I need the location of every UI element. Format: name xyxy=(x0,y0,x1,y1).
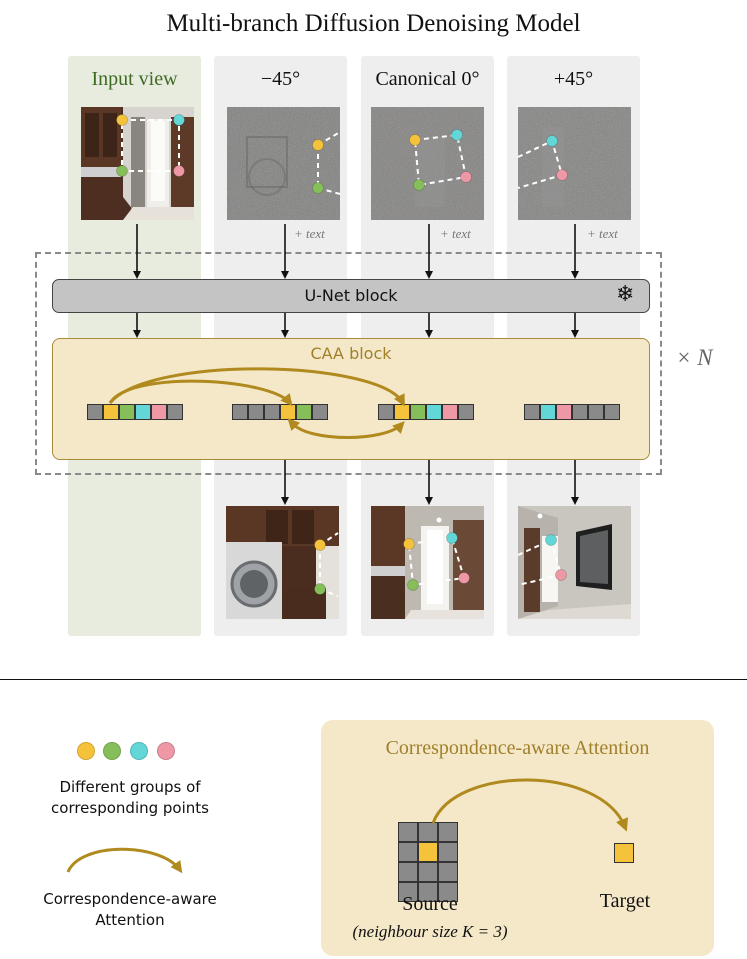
unet-block xyxy=(52,279,650,313)
source-neighbour-cell xyxy=(438,862,458,882)
token-pink xyxy=(151,404,167,420)
token-gray xyxy=(524,404,540,420)
token-cyan xyxy=(135,404,151,420)
legend-dot-cyan xyxy=(130,742,148,760)
noisy-image-canonical xyxy=(371,107,484,220)
source-neighbour-cell xyxy=(398,862,418,882)
source-neighbour-cell xyxy=(418,822,438,842)
token-gray xyxy=(167,404,183,420)
legend-dot-green xyxy=(103,742,121,760)
diagram-connectors xyxy=(108,114,579,597)
source-neighbour-cell xyxy=(418,862,438,882)
panel-attention-arrow xyxy=(431,778,629,832)
neighbour-size-label: (neighbour size K = 3) xyxy=(352,922,508,941)
source-neighbour-cell xyxy=(398,842,418,862)
token-gray xyxy=(248,404,264,420)
input-view-image xyxy=(81,107,194,220)
diagram-title: Multi-branch Diffusion Denoising Model xyxy=(166,10,581,37)
token-gray xyxy=(87,404,103,420)
noisy-image-minus-45 xyxy=(227,107,340,220)
source-neighbour-cell xyxy=(438,822,458,842)
source-neighbour-cell xyxy=(418,882,438,902)
column-heading-minus-45: −45° xyxy=(260,68,301,90)
token-cyan xyxy=(540,404,556,420)
output-image-canonical xyxy=(371,506,484,619)
text-condition-label-plus-45: + text xyxy=(587,226,618,241)
attention-arrow-input-to-canonical xyxy=(108,367,405,407)
text-condition-label-minus-45: + text xyxy=(294,226,325,241)
caa-explainer-panel xyxy=(321,720,714,956)
source-neighbour-cell xyxy=(438,882,458,902)
source-neighbour-cell xyxy=(438,842,458,862)
output-image-plus-45 xyxy=(518,506,631,619)
snowflake-icon: ❄ xyxy=(616,282,635,307)
target-cell xyxy=(614,843,634,863)
token-gray xyxy=(604,404,620,420)
caa-block-label: CAA block xyxy=(310,344,392,363)
source-label: Source xyxy=(402,893,458,915)
legend-dot-pink xyxy=(157,742,175,760)
token-pink xyxy=(556,404,572,420)
section-separator xyxy=(0,679,747,680)
token-gray xyxy=(458,404,474,420)
unet-block-label: U-Net block xyxy=(304,286,398,305)
output-image-minus-45 xyxy=(226,506,339,619)
column-heading-plus-45: +45° xyxy=(553,68,594,90)
token-gray xyxy=(264,404,280,420)
text-condition-label-canonical: + text xyxy=(440,226,471,241)
legend-points-text: Different groups of corresponding points xyxy=(51,778,209,817)
noisy-image-plus-45 xyxy=(518,107,631,220)
attention-arrow-minus45-canonical xyxy=(287,418,405,439)
repeated-block-frame xyxy=(35,252,662,475)
source-neighbour-cell xyxy=(398,822,418,842)
token-gray xyxy=(232,404,248,420)
column-heading-canonical: Canonical 0° xyxy=(375,68,480,90)
source-neighbour-cell xyxy=(398,882,418,902)
source-center-cell xyxy=(418,842,438,862)
legend-attention-text: Correspondence-aware Attention xyxy=(43,890,217,929)
target-label: Target xyxy=(599,890,651,912)
token-gray xyxy=(588,404,604,420)
token-cyan xyxy=(426,404,442,420)
token-yellow xyxy=(103,404,119,420)
legend-dot-yellow xyxy=(77,742,95,760)
legend-attention-arrow xyxy=(66,847,183,874)
token-green xyxy=(410,404,426,420)
token-green xyxy=(119,404,135,420)
column-heading-input: Input view xyxy=(91,68,178,90)
token-gray xyxy=(572,404,588,420)
caa-block xyxy=(52,338,650,460)
token-pink xyxy=(442,404,458,420)
caa-explainer-title: Correspondence-aware Attention xyxy=(385,737,650,759)
repeat-count-label: × N xyxy=(676,345,713,370)
